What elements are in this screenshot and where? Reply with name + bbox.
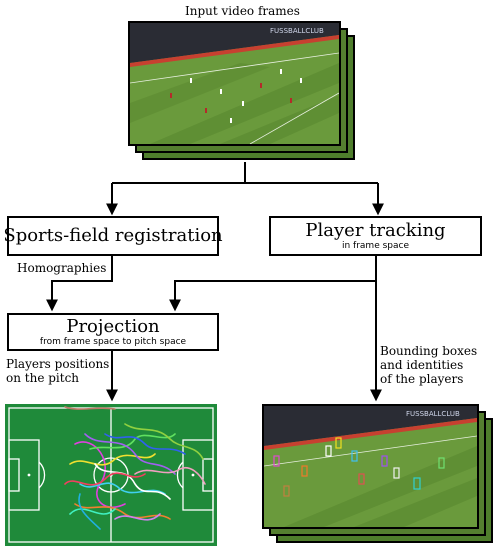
svg-text:FUSSBALLCLUB: FUSSBALLCLUB	[270, 27, 324, 35]
positions-label: Players positions on the pitch	[6, 357, 109, 385]
boxes-label-line3: of the players	[380, 372, 464, 386]
positions-label-line2: on the pitch	[6, 371, 80, 385]
projection-title: Projection	[66, 316, 160, 337]
output-frame-image: FUSSBALLCLUB	[264, 406, 477, 527]
input-frames-label: Input video frames	[185, 4, 300, 18]
input-frame-image: FUSSBALLCLUB	[130, 23, 339, 144]
boxes-label-line2: and identities	[380, 358, 464, 372]
tracking-subtitle: in frame space	[341, 241, 410, 251]
pitch-diagram	[5, 404, 217, 546]
projection-box: Projection from frame space to pitch spa…	[7, 313, 219, 351]
input-frame-front: FUSSBALLCLUB	[128, 21, 341, 146]
boxes-label: Bounding boxes and identities of the pla…	[380, 344, 477, 386]
registration-box: Sports-field registration	[3, 216, 223, 256]
homographies-label: Homographies	[17, 261, 107, 275]
projection-subtitle: from frame space to pitch space	[39, 337, 187, 347]
svg-text:FUSSBALLCLUB: FUSSBALLCLUB	[406, 410, 460, 418]
positions-label-line1: Players positions	[6, 357, 110, 371]
output-frame-front: FUSSBALLCLUB	[262, 404, 479, 529]
registration-title: Sports-field registration	[3, 225, 223, 246]
tracking-box: Player tracking in frame space	[269, 216, 482, 256]
tracking-title: Player tracking	[305, 220, 446, 241]
boxes-label-line1: Bounding boxes	[380, 344, 478, 358]
